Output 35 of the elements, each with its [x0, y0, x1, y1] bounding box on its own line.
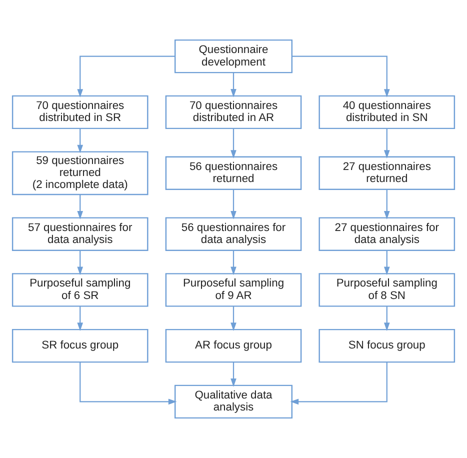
node-box: 56 questionnaires for data analysis: [165, 217, 302, 251]
node-box: SN focus group: [318, 328, 456, 363]
node-box: Qualitative data analysis: [174, 384, 293, 419]
arrow: [230, 189, 236, 220]
node-box: 70 questionnaires distributed in SR: [12, 95, 148, 130]
node-box: 56 questionnaires returned: [165, 156, 302, 190]
arrow: [230, 306, 236, 331]
node-box: 27 questionnaires for data analysis: [318, 217, 456, 251]
arrow: [80, 362, 177, 405]
node-box: AR focus group: [165, 328, 302, 363]
arrow: [77, 56, 176, 98]
arrow: [77, 194, 84, 220]
arrow: [230, 128, 236, 158]
node-box: 27 questionnaires returned: [318, 156, 456, 190]
node-box: 57 questionnaires for data analysis: [12, 217, 148, 251]
node-box: Purposeful sampling of 6 SR: [12, 273, 148, 307]
arrow: [230, 362, 236, 387]
node-box: Questionnaire development: [174, 39, 293, 74]
arrow: [77, 250, 84, 276]
arrow: [77, 128, 84, 154]
node-box: Purposeful sampling of 9 AR: [165, 273, 302, 307]
arrow: [292, 56, 390, 98]
node-box: 40 questionnaires distributed in SN: [318, 95, 456, 130]
arrow: [230, 72, 236, 98]
node-box: 59 questionnaires returned (2 incomplete data): [12, 151, 148, 196]
node-box: Purposeful sampling of 8 SN: [318, 273, 456, 307]
arrow: [384, 250, 390, 276]
arrow: [384, 306, 390, 331]
arrow: [230, 250, 236, 276]
arrow: [384, 128, 390, 158]
node-box: SR focus group: [12, 328, 148, 363]
node-box: 70 questionnaires distributed in AR: [165, 95, 302, 130]
arrow: [384, 189, 390, 220]
arrow: [77, 306, 84, 331]
arrow: [290, 362, 388, 405]
